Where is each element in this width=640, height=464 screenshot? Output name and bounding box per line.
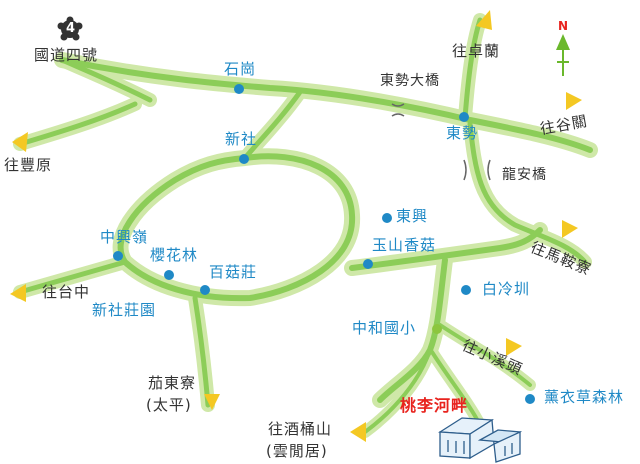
place-dongxing: 東興 — [396, 207, 429, 225]
place-yushanxianggu: 玉山香菇 — [372, 236, 437, 254]
dir-jiutongshan: 往酒桶山 — [268, 420, 333, 438]
arrow-jiudongliao-icon — [204, 394, 220, 410]
dot-yushanxianggu — [363, 259, 373, 269]
arrow-jiutongshan-icon — [350, 422, 366, 442]
bridge-dongshi: 東勢大橋 — [380, 73, 440, 89]
road-xinshe-loop-center — [117, 153, 356, 302]
place-dongshi: 東勢 — [446, 124, 479, 142]
road-xinshe-north-center — [242, 89, 303, 161]
arrow-zhuolan-icon — [476, 10, 492, 30]
dot-baiguzhuang — [200, 285, 210, 295]
dir-taiping: (太平) — [146, 396, 192, 414]
place-shigang: 石崗 — [224, 60, 257, 78]
bridge-markers — [391, 103, 491, 181]
road-central-center — [349, 227, 543, 271]
longan-bridge-mark — [463, 159, 491, 181]
route-badge-number: 4 — [66, 21, 76, 36]
north-arrow-icon — [556, 34, 570, 76]
dot-xinshe — [239, 154, 249, 164]
dongshi-bridge-mark — [391, 103, 405, 117]
arrow-xiaoxitou-icon — [506, 338, 522, 356]
dot-dongshi — [459, 112, 469, 122]
dir-fengyuan: 往豐原 — [4, 156, 53, 174]
route-badge-label: 國道四號 — [34, 46, 99, 64]
place-yinghualin: 櫻花林 — [150, 246, 199, 264]
road-to-jiutongshan-center — [363, 348, 432, 434]
dir-taichung: 往台中 — [42, 283, 91, 301]
place-zhonghe-school: 中和國小 — [352, 319, 417, 337]
destination-building-icon — [437, 417, 523, 463]
arrow-fengyuan-icon — [12, 132, 28, 152]
road-highway-branch-center — [59, 57, 153, 103]
place-zhongxingling: 中興嶺 — [100, 228, 149, 246]
dot-zhongxingling — [113, 251, 123, 261]
road-to-zhuolan-center — [462, 17, 483, 121]
arrow-maanliao-icon — [562, 220, 578, 238]
dir-jiudongliao: 茄東寮 — [148, 374, 197, 392]
road-to-xiaoxitou-center — [438, 323, 532, 387]
dir-zhuolan: 往卓蘭 — [452, 42, 501, 60]
destination-label: 桃李河畔 — [400, 396, 469, 415]
dot-bailengzhen — [461, 285, 471, 295]
direction-arrows — [10, 10, 582, 442]
bridge-longan: 龍安橋 — [502, 167, 547, 183]
arrow-taichung-icon — [10, 284, 26, 302]
place-baiguzhuang: 百菇莊 — [209, 263, 258, 281]
route-badge-icon — [57, 16, 83, 41]
place-bailengzhen: 白冷圳 — [482, 280, 531, 298]
place-dots — [113, 84, 535, 404]
place-xinshe: 新社 — [225, 130, 258, 148]
place-xinshezhuangyuan: 新社莊園 — [92, 301, 157, 319]
place-lavender: 薰衣草森林 — [544, 388, 625, 406]
road-longan-bridge-center — [467, 121, 588, 265]
dot-lavender — [525, 394, 535, 404]
dot-yinghualin — [164, 270, 174, 280]
dot-dongxing — [382, 213, 392, 223]
road-to-taichung-center — [17, 259, 128, 295]
road-to-jiudongliao-center — [192, 295, 211, 408]
dot-shigang — [234, 84, 244, 94]
dir-yunxianju: (雲閒居) — [266, 442, 328, 460]
road-to-fengyuan-center — [17, 101, 138, 147]
dot-zhonghe-school — [432, 324, 442, 334]
north-letter: N — [558, 19, 569, 33]
road-highway-center — [59, 57, 593, 153]
arrow-guguan-icon — [566, 92, 582, 110]
